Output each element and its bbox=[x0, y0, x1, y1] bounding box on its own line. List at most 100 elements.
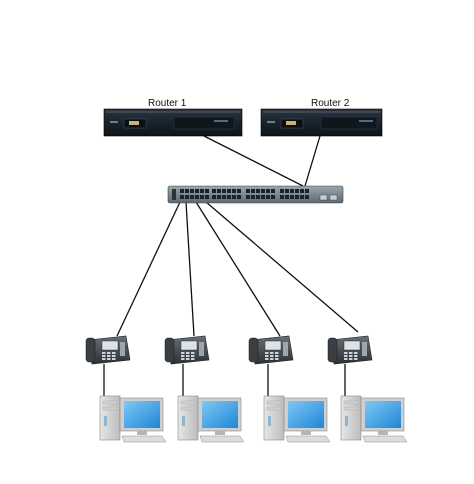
phone-display bbox=[180, 340, 198, 351]
pc-screen bbox=[202, 401, 238, 428]
ip-phone-4 bbox=[327, 335, 373, 365]
pc-keyboard bbox=[121, 435, 167, 443]
switch-port bbox=[261, 195, 265, 199]
switch-port bbox=[271, 195, 275, 199]
switch-port bbox=[305, 195, 309, 199]
switch-port bbox=[237, 195, 241, 199]
phone-handset bbox=[248, 337, 259, 363]
switch-port bbox=[251, 189, 255, 193]
switch-port bbox=[195, 195, 199, 199]
phone-key bbox=[107, 355, 111, 357]
phone-key bbox=[112, 352, 116, 354]
computer-2 bbox=[177, 395, 245, 443]
switch-port bbox=[271, 189, 275, 193]
switch bbox=[167, 185, 344, 204]
phone-side-keys bbox=[120, 342, 125, 356]
phone-key bbox=[181, 355, 185, 357]
switch-port bbox=[295, 195, 299, 199]
pc-keyboard bbox=[362, 435, 408, 443]
phone-key bbox=[102, 358, 106, 360]
phone-key bbox=[349, 352, 353, 354]
switch-port bbox=[237, 189, 241, 193]
switch-port bbox=[195, 189, 199, 193]
phone-key bbox=[349, 355, 353, 357]
phone-key bbox=[265, 355, 269, 357]
ip-phone-3 bbox=[248, 335, 294, 365]
link-switch-phone-2 bbox=[185, 201, 195, 337]
computer-3 bbox=[263, 395, 331, 443]
phone-key bbox=[270, 355, 274, 357]
switch-port bbox=[180, 195, 184, 199]
pc-screen bbox=[365, 401, 401, 428]
phone-key bbox=[275, 355, 279, 357]
phone-key bbox=[107, 358, 111, 360]
phone-handset bbox=[327, 337, 338, 363]
switch-port bbox=[212, 195, 216, 199]
phone-key bbox=[344, 358, 348, 360]
phone-key bbox=[275, 358, 279, 360]
phone-key bbox=[344, 355, 348, 357]
ip-phones bbox=[85, 335, 373, 365]
phone-key bbox=[191, 355, 195, 357]
switch-port bbox=[217, 189, 221, 193]
switch-port bbox=[266, 189, 270, 193]
phone-key bbox=[181, 352, 185, 354]
phone-side-keys bbox=[362, 342, 367, 356]
switch-port bbox=[280, 195, 284, 199]
phone-key bbox=[354, 358, 358, 360]
phone-key bbox=[191, 358, 195, 360]
switch-port bbox=[232, 195, 236, 199]
switch-port bbox=[290, 195, 294, 199]
switch-port bbox=[212, 189, 216, 193]
phone-handset bbox=[85, 337, 96, 363]
phone-handset bbox=[164, 337, 175, 363]
switch-port bbox=[246, 195, 250, 199]
switch-port bbox=[251, 195, 255, 199]
switch-port bbox=[222, 189, 226, 193]
phone-key bbox=[349, 358, 353, 360]
pc-keyboard bbox=[285, 435, 331, 443]
switch-port bbox=[200, 189, 204, 193]
switch-port bbox=[256, 189, 260, 193]
link-router1-switch bbox=[203, 135, 304, 187]
phone-key bbox=[354, 355, 358, 357]
switch-port bbox=[300, 189, 304, 193]
router-2 bbox=[260, 108, 383, 137]
phone-key bbox=[186, 352, 190, 354]
phone-key bbox=[186, 355, 190, 357]
phone-key bbox=[265, 358, 269, 360]
switch-port bbox=[256, 195, 260, 199]
phone-key bbox=[181, 358, 185, 360]
computer-4 bbox=[340, 395, 408, 443]
phone-key bbox=[344, 352, 348, 354]
router-1 bbox=[103, 108, 243, 137]
pc-screen bbox=[288, 401, 324, 428]
phone-key bbox=[112, 358, 116, 360]
pc-screen bbox=[124, 401, 160, 428]
switch-port bbox=[305, 189, 309, 193]
switch-port bbox=[285, 189, 289, 193]
phone-key bbox=[186, 358, 190, 360]
pc-keyboard bbox=[199, 435, 245, 443]
connections bbox=[103, 135, 359, 396]
switch-ports bbox=[180, 189, 309, 199]
switch-port bbox=[300, 195, 304, 199]
phone-key bbox=[107, 352, 111, 354]
switch-port bbox=[180, 189, 184, 193]
switch-port bbox=[185, 189, 189, 193]
phone-key bbox=[102, 352, 106, 354]
phone-display bbox=[343, 340, 361, 351]
phone-display bbox=[264, 340, 282, 351]
phone-key bbox=[265, 352, 269, 354]
switch-port bbox=[205, 189, 209, 193]
computers bbox=[99, 395, 408, 443]
phone-key bbox=[112, 355, 116, 357]
switch-port bbox=[261, 189, 265, 193]
switch-port bbox=[190, 195, 194, 199]
switch-port bbox=[217, 195, 221, 199]
switch-port bbox=[205, 195, 209, 199]
switch-port bbox=[280, 189, 284, 193]
switch-port bbox=[185, 195, 189, 199]
ip-phone-1 bbox=[85, 335, 131, 365]
